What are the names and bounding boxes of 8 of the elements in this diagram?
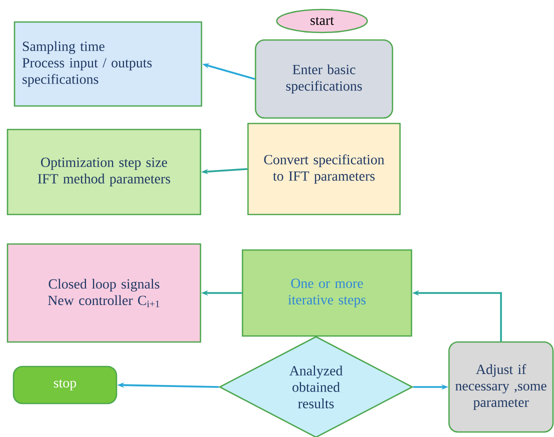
process-box: Closed loop signals New controller C$_{i+1}$ (6, 243, 202, 343)
process-box: Adjust if necessary ,some parameter (448, 341, 554, 433)
process-box: One or more iterative steps (242, 249, 412, 337)
process-box: Sampling time Process input / outputs specifications (14, 21, 202, 107)
process-box: Enter basic specifications (254, 39, 394, 119)
process-box: Optimization step size IFT method parameters (6, 128, 202, 216)
process-box: Convert specification to IFT parameters (247, 122, 401, 216)
stop-box: stop (12, 366, 118, 404)
